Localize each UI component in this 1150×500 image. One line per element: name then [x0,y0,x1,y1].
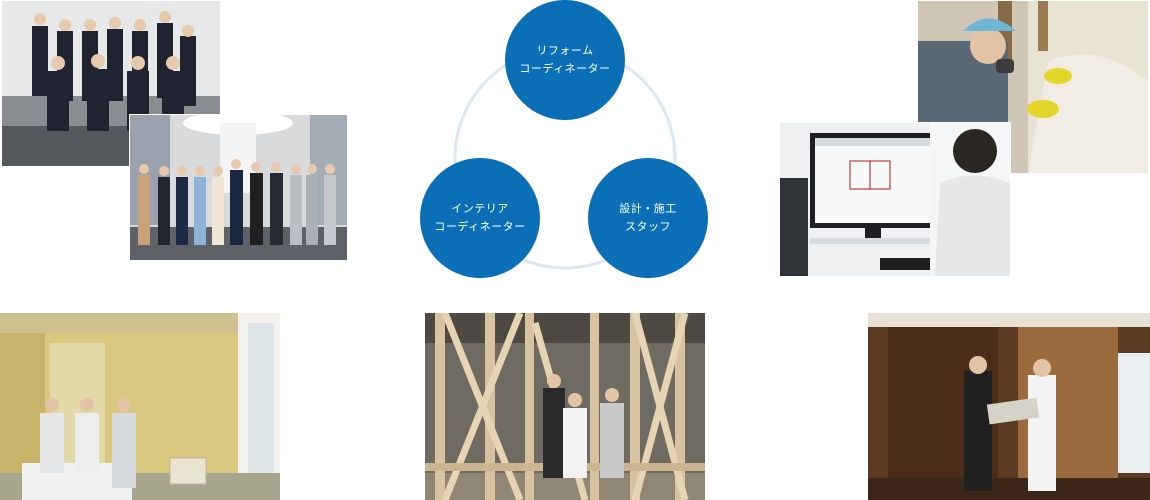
design-construction-line1: 設計・施工 [619,202,677,215]
reform-coordinator-node: リフォーム コーディネーター [505,0,625,120]
reform-coordinator-line2: コーディネーター [519,62,611,75]
interior-coordinator-line2: コーディネーター [434,220,526,233]
interior-coordinator-line1: インテリア [451,202,509,215]
timber-frame-photo-icon [425,313,705,500]
design-construction-staff-node: 設計・施工 スタッフ [588,158,708,278]
design-construction-line2: スタッフ [625,220,671,233]
worker-inspection-photo-icon [918,1,1148,173]
reform-coordinator-line1: リフォーム [536,44,594,57]
client-consultation-photo-icon [868,313,1150,500]
staff-group-photo-icon [130,115,347,260]
interior-coordinator-node: インテリア コーディネーター [420,158,540,278]
cad-design-photo-icon [780,123,1010,276]
room-inspection-photo-icon [0,313,280,500]
staff-role-diagram: リフォーム コーディネーター インテリア コーディネーター 設計・施工 スタッフ [415,0,715,280]
